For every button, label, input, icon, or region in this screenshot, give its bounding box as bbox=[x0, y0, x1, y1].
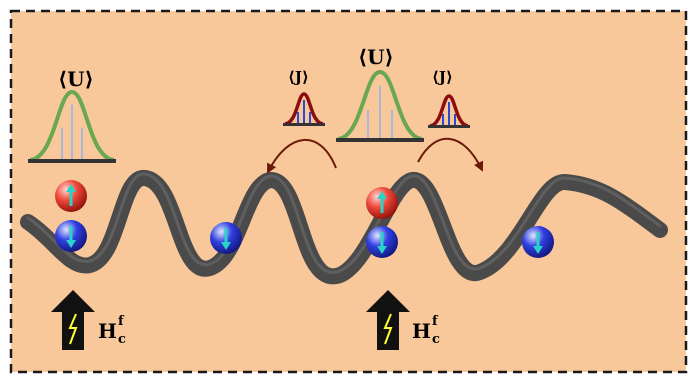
h-label-right-sub: c bbox=[432, 332, 440, 347]
spin-up-particle-icon bbox=[55, 180, 87, 212]
optical-lattice-ribbon bbox=[20, 170, 668, 285]
j-label-right: ⟨J⟩ bbox=[432, 68, 453, 86]
spin-down-particle-icon bbox=[210, 222, 242, 254]
h-label-left-main: H bbox=[98, 319, 117, 343]
u-label-center: ⟨U⟩ bbox=[358, 45, 394, 69]
u-label-left: ⟨U⟩ bbox=[58, 67, 94, 91]
spin-up-particle-icon bbox=[366, 187, 398, 219]
h-label-left-sup: f bbox=[118, 314, 125, 329]
j-label-left: ⟨J⟩ bbox=[288, 68, 309, 86]
u-distribution-center bbox=[336, 69, 424, 142]
spin-down-particle-icon bbox=[366, 226, 398, 258]
h-label-right-sup: f bbox=[432, 314, 439, 329]
hop-arrow-left bbox=[267, 138, 337, 174]
hop-arrow-right bbox=[417, 137, 484, 172]
up-arrow-with-lightning-icon bbox=[51, 290, 95, 350]
j-distribution-right bbox=[428, 94, 470, 128]
h-label-right-main: H bbox=[412, 319, 431, 343]
u-distribution-left bbox=[28, 89, 116, 163]
spin-down-particle-icon bbox=[522, 226, 554, 258]
spin-down-particle-icon bbox=[55, 220, 87, 252]
j-distribution-left bbox=[283, 92, 325, 126]
h-label-left-sub: c bbox=[118, 332, 126, 347]
up-arrow-with-lightning-icon bbox=[366, 290, 410, 350]
